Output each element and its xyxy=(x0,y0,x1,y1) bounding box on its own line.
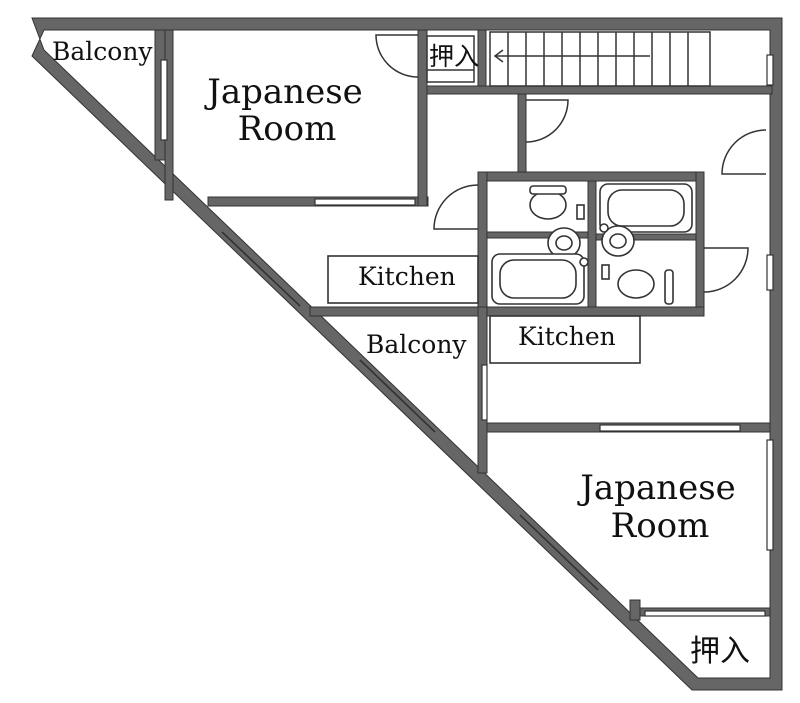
japanese-room-top-label-line2: Room xyxy=(238,109,337,149)
toilet-icon xyxy=(617,269,655,299)
closet-bottom-label: 押入 xyxy=(690,634,750,669)
kitchen-right-label: Kitchen xyxy=(518,322,616,351)
windows xyxy=(160,54,774,617)
bathroom-fixtures-left xyxy=(491,185,589,305)
balcony-top-label: Balcony xyxy=(52,37,153,66)
closet-top xyxy=(426,35,475,83)
japanese-room-bottom-label-line2: Room xyxy=(611,506,710,546)
japanese-room-bottom-label-line1: Japanese xyxy=(577,468,736,508)
japanese-room-top-label-line1: Japanese xyxy=(204,72,363,112)
kitchen-counter-right xyxy=(489,315,641,364)
staircase[interactable] xyxy=(489,31,711,87)
toilet-icon xyxy=(529,190,567,220)
closet-top-label: 押入 xyxy=(429,42,479,71)
kitchen-left-label: Kitchen xyxy=(358,262,456,291)
kitchen-counter-left xyxy=(327,255,479,304)
bathroom-fixtures-right xyxy=(599,183,693,305)
doors xyxy=(375,34,767,293)
balcony-mid-label: Balcony xyxy=(366,330,467,359)
